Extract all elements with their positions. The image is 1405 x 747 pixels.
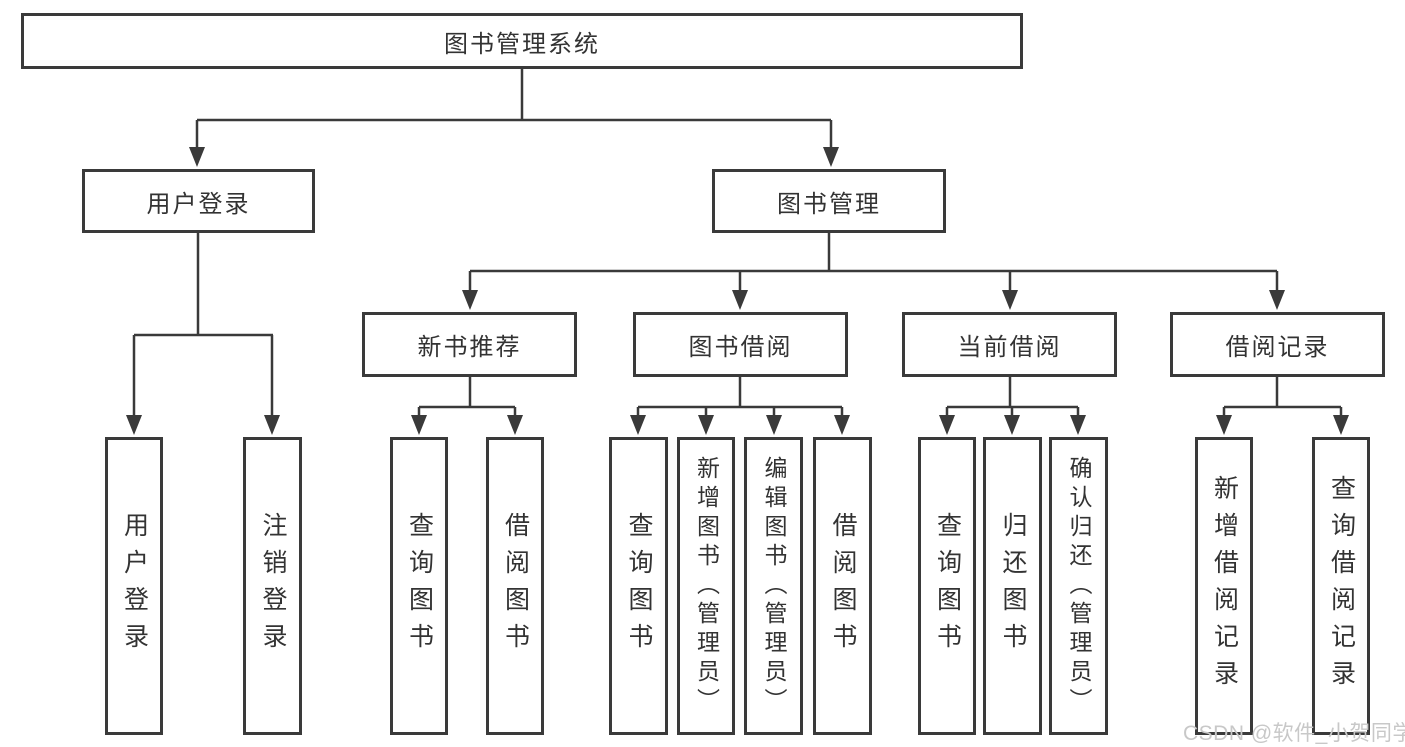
node-newbooks-query: 查询图书 [390,437,448,735]
arrowhead-down-icon [823,147,839,167]
arrowhead-down-icon [264,415,280,435]
arrowhead-down-icon [698,415,714,435]
arrowhead-down-icon [1004,415,1020,435]
node-current-confirm: 确认归还（管理员） [1049,437,1108,735]
node-current-return: 归还图书 [983,437,1042,735]
node-current-query: 查询图书 [918,437,976,735]
node-records-add: 新增借阅记录 [1195,437,1253,735]
node-borrow-query: 查询图书 [609,437,668,735]
arrowhead-down-icon [462,290,478,310]
watermark: CSDN @软件_小贺同学 [1183,722,1405,745]
arrowhead-down-icon [1333,415,1349,435]
arrowhead-down-icon [939,415,955,435]
arrowhead-down-icon [1216,415,1232,435]
node-borrow-edit: 编辑图书（管理员） [744,437,803,735]
arrowhead-down-icon [1070,415,1086,435]
node-book-mgmt: 图书管理 [712,169,946,233]
node-book-borrow: 图书借阅 [633,312,848,377]
node-login-logout: 注销登录 [243,437,302,735]
arrowhead-down-icon [189,147,205,167]
arrowhead-down-icon [732,290,748,310]
node-borrow-add: 新增图书（管理员） [677,437,735,735]
node-borrow-borrow: 借阅图书 [813,437,872,735]
arrowhead-down-icon [411,415,427,435]
arrowhead-down-icon [1002,290,1018,310]
node-current-borrow: 当前借阅 [902,312,1117,377]
node-login: 用户登录 [82,169,315,233]
arrowhead-down-icon [1269,290,1285,310]
arrowhead-down-icon [766,415,782,435]
node-login-user: 用户登录 [105,437,163,735]
node-newbooks-borrow: 借阅图书 [486,437,544,735]
arrowhead-down-icon [630,415,646,435]
node-root: 图书管理系统 [21,13,1023,69]
node-borrow-records: 借阅记录 [1170,312,1385,377]
arrowhead-down-icon [126,415,142,435]
node-new-books: 新书推荐 [362,312,577,377]
node-records-query: 查询借阅记录 [1312,437,1370,735]
arrowhead-down-icon [834,415,850,435]
arrowhead-down-icon [507,415,523,435]
